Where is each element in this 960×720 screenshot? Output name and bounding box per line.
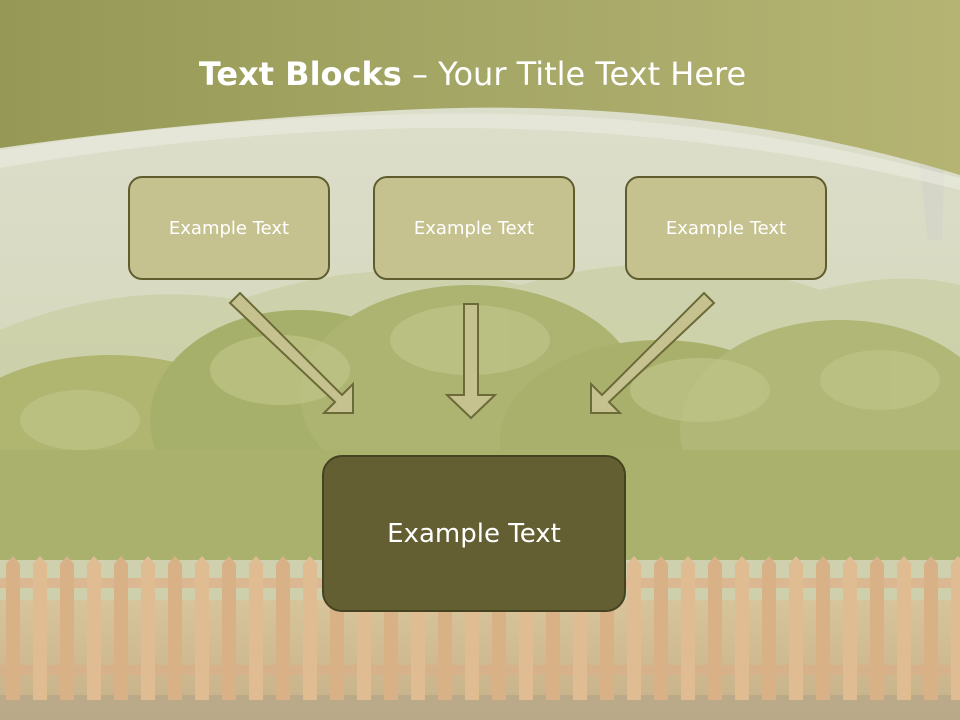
fence-picket (33, 556, 47, 700)
fence-picket (897, 556, 911, 700)
arrows (228, 291, 716, 420)
fence-picket (789, 556, 803, 700)
text-block-center[interactable]: Example Text (373, 176, 575, 280)
fence-picket (249, 556, 263, 700)
fence-picket (114, 556, 128, 700)
fence-picket (141, 556, 155, 700)
fence-rail-bottom (0, 665, 960, 675)
fence-picket (843, 556, 857, 700)
title-rest: Your Title Text Here (438, 55, 747, 93)
header-band (0, 0, 960, 175)
fence-picket (870, 556, 884, 700)
main-block-label: Example Text (387, 518, 561, 549)
fence-picket (276, 556, 290, 700)
fence-picket (816, 556, 830, 700)
hedge-texture (20, 305, 940, 450)
text-block-right[interactable]: Example Text (625, 176, 827, 280)
picket-fence (6, 556, 960, 700)
fence-picket (195, 556, 209, 700)
text-block-label: Example Text (413, 217, 535, 239)
fence-picket (951, 556, 960, 700)
arrow-center (444, 303, 498, 420)
fence-picket (87, 556, 101, 700)
slide-title: Text Blocks – Your Title Text Here (0, 52, 945, 96)
title-separator: – (401, 55, 439, 93)
fence-picket (303, 556, 317, 700)
text-block-label: Example Text (665, 217, 787, 239)
text-block-left[interactable]: Example Text (128, 176, 330, 280)
fence-picket (60, 556, 74, 700)
fence-picket (654, 556, 668, 700)
fence-picket (924, 556, 938, 700)
fence-picket (627, 556, 641, 700)
fence-picket (681, 556, 695, 700)
fence-picket (6, 556, 20, 700)
text-block-main[interactable]: Example Text (322, 455, 626, 612)
header-highlight (0, 113, 960, 190)
fence-picket (762, 556, 776, 700)
arrow-right (590, 291, 716, 414)
text-block-label: Example Text (168, 217, 290, 239)
arrow-left (228, 291, 354, 414)
title-bold-part: Text Blocks (198, 55, 402, 93)
fence-picket (708, 556, 722, 700)
fence-picket (222, 556, 236, 700)
fence-picket (168, 556, 182, 700)
fence-picket (735, 556, 749, 700)
